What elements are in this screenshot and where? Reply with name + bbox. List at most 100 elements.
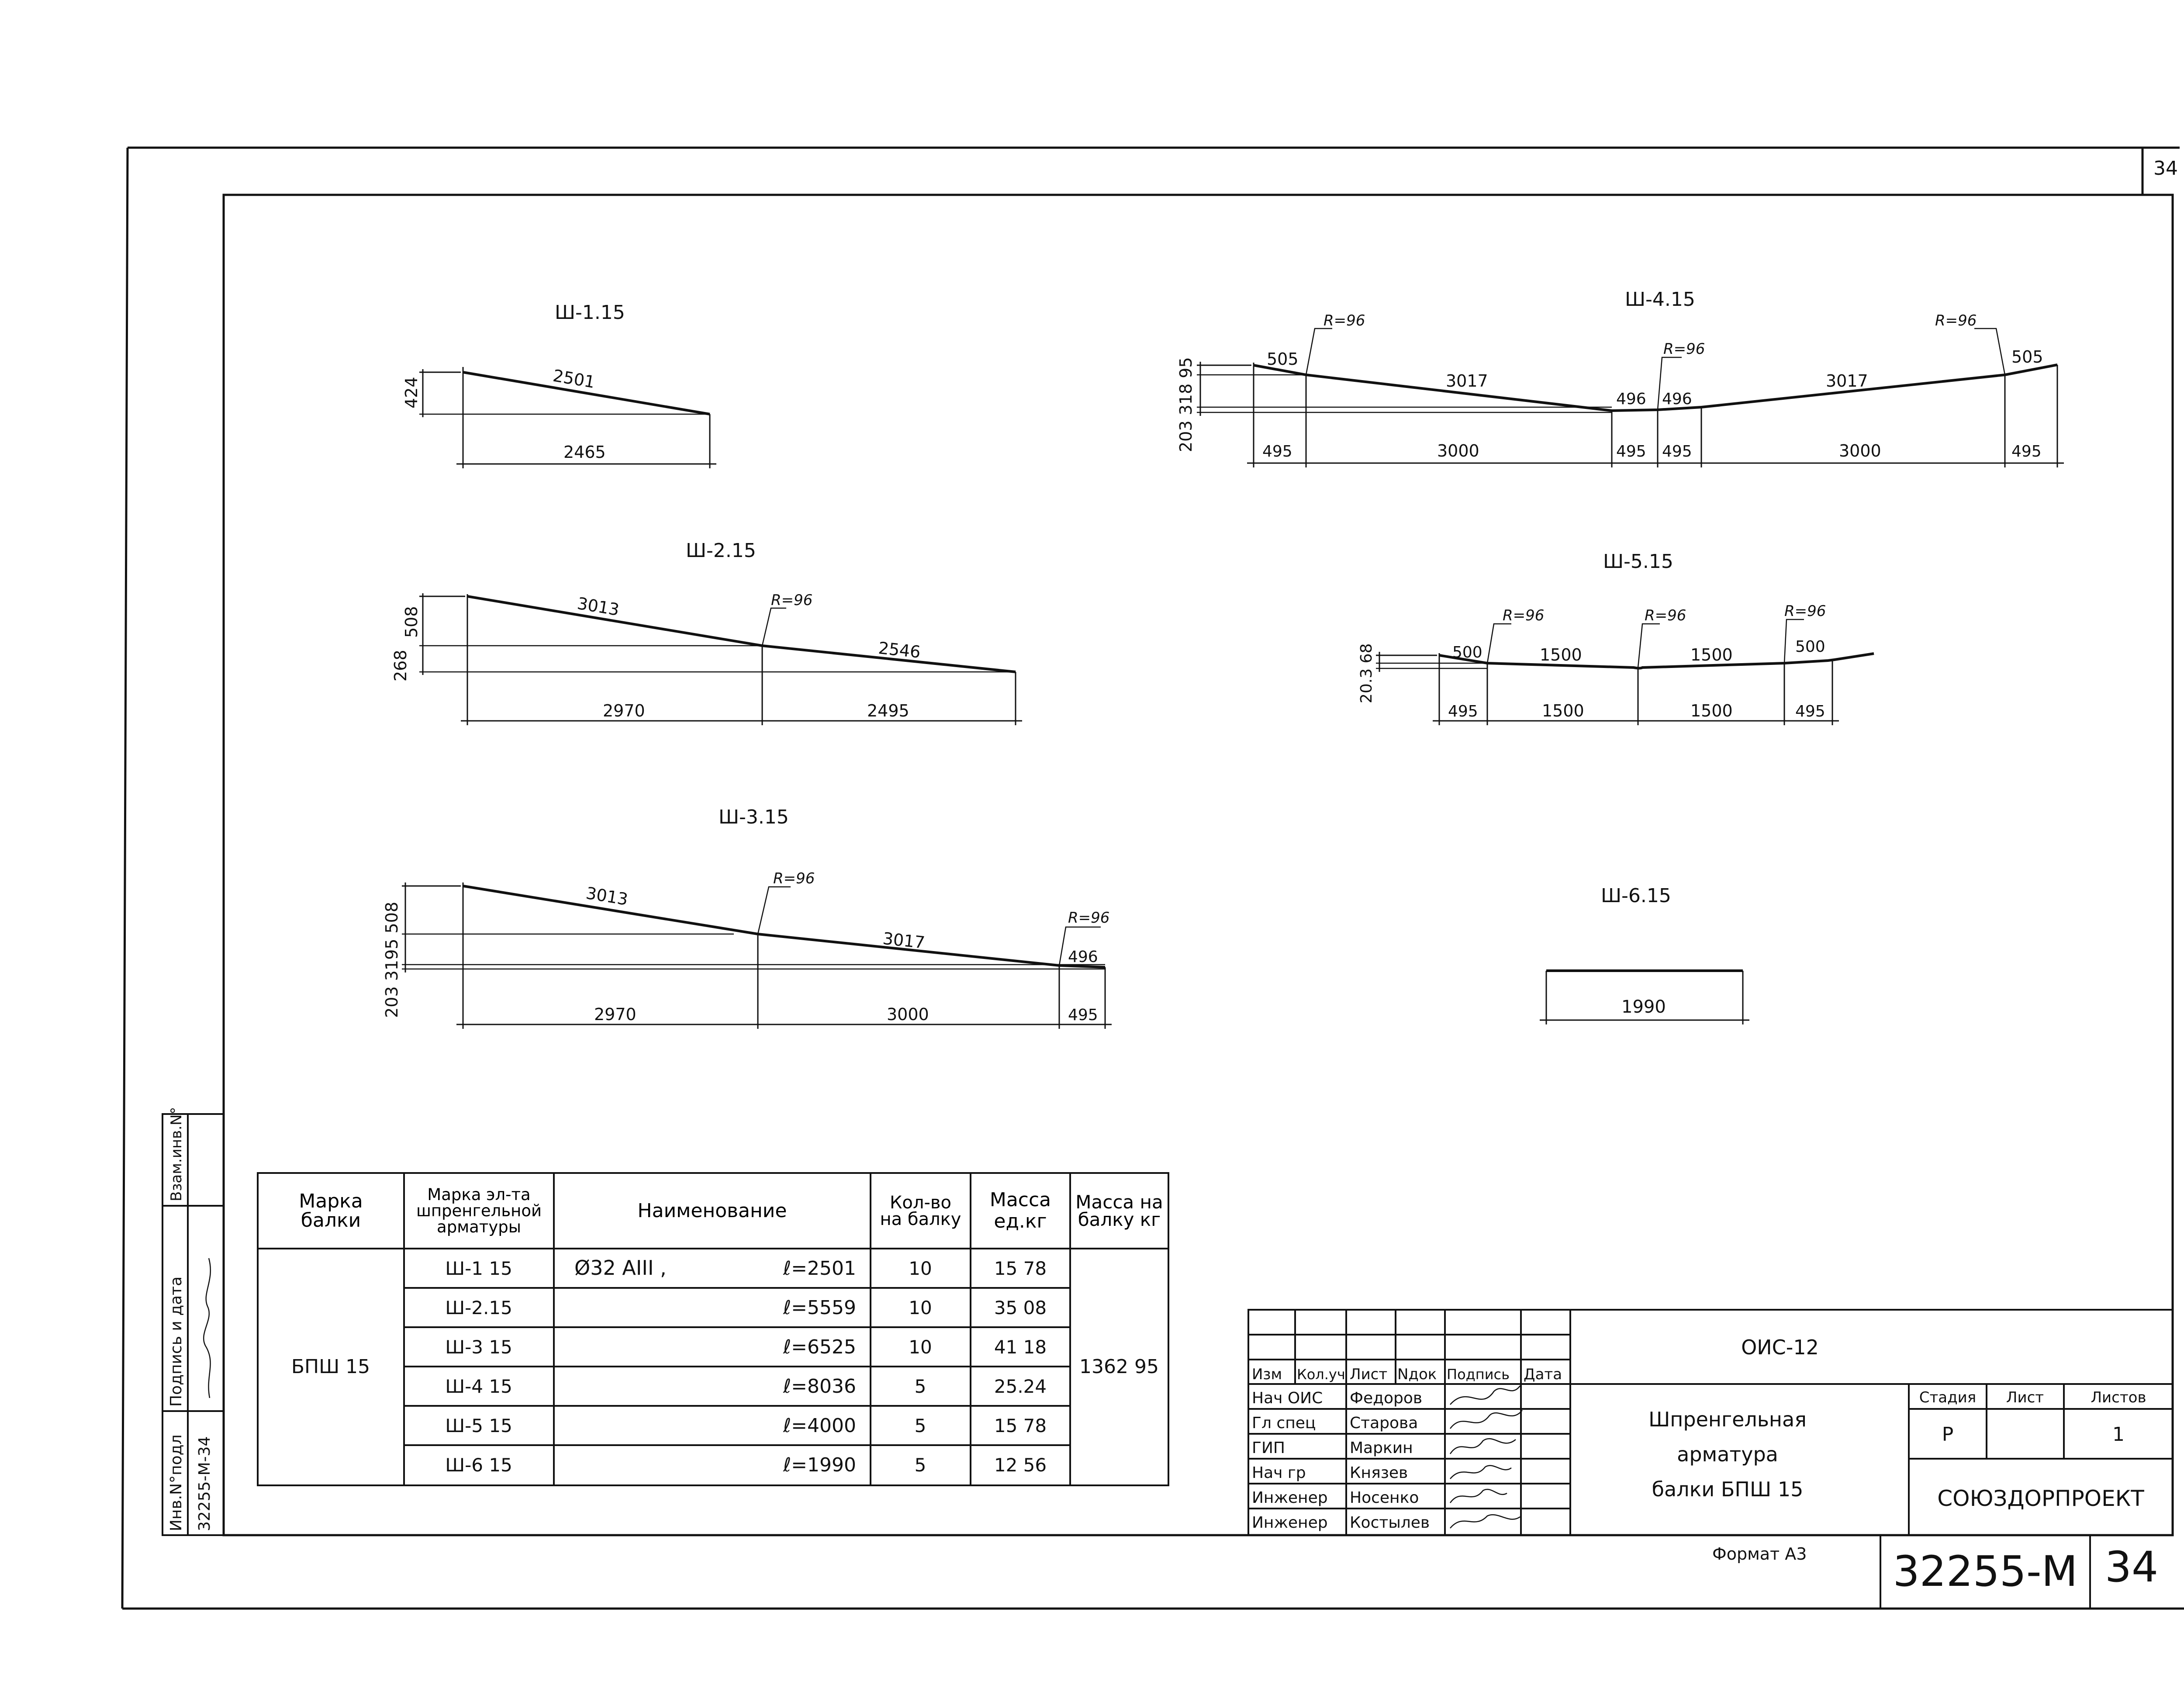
- col-ndok: Nдок: [1397, 1366, 1437, 1383]
- header-element-mark: Марка эл-та шпренгельной арматуры: [416, 1185, 542, 1236]
- sheets-value: 1: [2112, 1423, 2125, 1446]
- label-rod2: 3017: [1446, 371, 1488, 391]
- label-rod3: 496: [1616, 390, 1646, 408]
- label-base: 1990: [1621, 997, 1666, 1017]
- col-list: Лист: [1350, 1366, 1387, 1383]
- sheet-number: 34: [2105, 1543, 2158, 1592]
- corner-sheet-number: 34: [2153, 157, 2178, 180]
- row-mark: Ш-4 15: [445, 1376, 512, 1397]
- sheets-label: Листов: [2091, 1389, 2146, 1406]
- row-qty: 5: [915, 1454, 926, 1476]
- row-length: ℓ=1990: [783, 1454, 856, 1476]
- table-row: Ш-1 15 ℓ=2501 10 15 78: [445, 1257, 1047, 1280]
- row-qty: 5: [915, 1415, 926, 1436]
- drawing-sh2: Ш-2.15 R=96 3013 2546 2970 2495 508 268: [391, 540, 1022, 725]
- rod-segment: [1439, 652, 1874, 670]
- label-heights: 203 3195 508: [382, 902, 401, 1018]
- label-heights: 203 318 95: [1176, 357, 1196, 452]
- sheet-frame: [121, 146, 2184, 1610]
- label-height2: 268: [391, 650, 410, 682]
- table-row: Ш-3 15 ℓ=6525 10 41 18: [445, 1336, 1047, 1358]
- handwritten-signature: [203, 1258, 211, 1398]
- drawing-title-line: балки БПШ 15: [1652, 1477, 1804, 1501]
- row-mass: 41 18: [994, 1336, 1047, 1358]
- drawing-sh5: Ш-5.15 R=96 R=96 R=96 500 1500 1500 500 …: [1358, 550, 1874, 725]
- stamp-label-replacement: Взам.инв.N°: [168, 1107, 185, 1201]
- rod-segment: [463, 885, 1106, 969]
- row-length: ℓ=5559: [783, 1297, 856, 1319]
- drawing-title-line: Шпренгельная: [1648, 1408, 1807, 1431]
- label-base2: 2495: [867, 701, 909, 720]
- stamp-label-inv: Инв.N°подл: [167, 1434, 185, 1531]
- stamp-value-inv: 32255-М-34: [196, 1436, 214, 1531]
- label-rod1: 500: [1452, 644, 1482, 661]
- row-length: ℓ=2501: [783, 1257, 856, 1280]
- role: Инженер: [1252, 1489, 1328, 1507]
- label-radius1: R=96: [773, 870, 815, 887]
- rod-segment: [463, 371, 710, 415]
- role-name: Носенко: [1350, 1489, 1419, 1507]
- drawing-title-line: арматура: [1677, 1443, 1778, 1466]
- paper-format: Формат А3: [1712, 1544, 1807, 1564]
- label-base3: 1500: [1690, 701, 1733, 720]
- row-length: ℓ=8036: [783, 1375, 856, 1398]
- label-base3: 495: [1068, 1006, 1098, 1024]
- label-radius2: R=96: [1645, 607, 1686, 624]
- row-length: ℓ=4000: [783, 1415, 856, 1437]
- label-radius1: R=96: [1324, 312, 1365, 329]
- row-mark: Ш-2.15: [445, 1297, 512, 1318]
- total-mass: 1362 95: [1079, 1356, 1159, 1378]
- label-base4: 495: [1662, 443, 1692, 460]
- rebar-spec: Ø32 AIII ,: [574, 1256, 667, 1280]
- drawing-title: Ш-5.15: [1603, 550, 1673, 573]
- role: ГИП: [1252, 1439, 1285, 1457]
- label-rod1: 3013: [584, 883, 629, 909]
- label-radius3: R=96: [1784, 602, 1826, 620]
- drawing-title: Ш-4.15: [1625, 288, 1695, 311]
- label-rod3: 496: [1068, 948, 1098, 966]
- row-mark: Ш-1 15: [445, 1258, 512, 1279]
- table-row: Ш-5 15 ℓ=4000 5 15 78: [445, 1415, 1047, 1437]
- label-rod4: 500: [1795, 638, 1825, 656]
- label-height1: 508: [402, 606, 421, 638]
- role: Гл спец: [1252, 1414, 1316, 1432]
- role: Нач гр: [1252, 1464, 1306, 1482]
- label-base4: 495: [1795, 702, 1825, 720]
- drawing-title: Ш-3.15: [719, 806, 789, 828]
- stage-value: Р: [1942, 1423, 1954, 1446]
- label-height: 424: [402, 377, 421, 408]
- row-mass: 15 78: [994, 1415, 1047, 1436]
- drawing-title: Ш-6.15: [1601, 885, 1671, 907]
- label-radius2: R=96: [1068, 909, 1109, 927]
- label-base1: 495: [1448, 702, 1478, 720]
- rod-segment: [1253, 363, 2058, 412]
- row-mass: 35 08: [994, 1297, 1047, 1318]
- stage-label: Стадия: [1919, 1389, 1976, 1406]
- table-row: Ш-2.15 ℓ=5559 10 35 08: [445, 1297, 1047, 1319]
- role: Нач ОИС: [1252, 1389, 1323, 1407]
- document-number: 32255-М: [1893, 1547, 2078, 1596]
- row-mass: 25.24: [994, 1376, 1047, 1397]
- row-qty: 10: [909, 1297, 932, 1318]
- role-name: Маркин: [1350, 1439, 1413, 1457]
- rod-segment: [467, 595, 1016, 673]
- label-base: 2465: [563, 443, 606, 462]
- label-base1: 495: [1262, 443, 1292, 460]
- drawing-sh3: Ш-3.15 R=96 R=96 3013 3017 496 2970 3000…: [382, 806, 1112, 1029]
- label-radius2: R=96: [1663, 340, 1705, 358]
- side-stamp: Инв.N°подл Подпись и дата Взам.инв.N° 32…: [162, 1107, 225, 1536]
- row-mark: Ш-5 15: [445, 1415, 512, 1436]
- label-base2: 3000: [887, 1005, 929, 1024]
- row-qty: 5: [915, 1376, 926, 1397]
- row-mass: 15 78: [994, 1258, 1047, 1279]
- row-mark: Ш-6 15: [445, 1454, 512, 1476]
- label-radius: R=96: [771, 592, 812, 609]
- label-radius3: R=96: [1935, 312, 1977, 329]
- role: Инженер: [1252, 1514, 1328, 1532]
- row-mass: 12 56: [994, 1454, 1047, 1476]
- row-qty: 10: [909, 1258, 932, 1279]
- label-base5: 3000: [1839, 441, 1881, 460]
- spec-table: Марка балки Марка эл-та шпренгельной арм…: [257, 1172, 1169, 1486]
- row-qty: 10: [909, 1336, 932, 1358]
